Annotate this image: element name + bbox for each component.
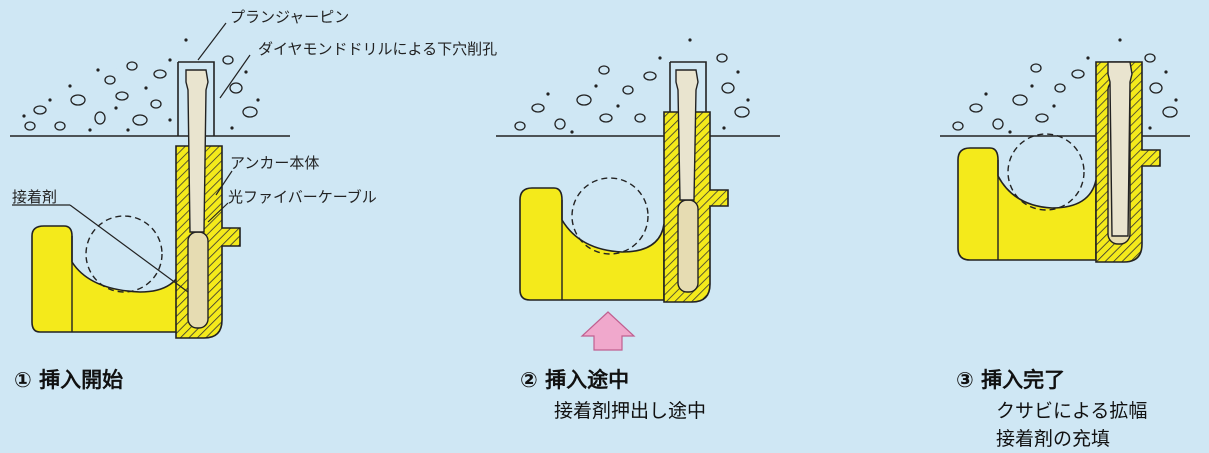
- stage-3-diagram: [940, 38, 1190, 263]
- adhesive-channel: [187, 231, 209, 329]
- step-3-subtitle-2: 接着剤の充填: [996, 428, 1111, 450]
- anchor-body-label: アンカー本体: [230, 154, 320, 172]
- step-2-title: ② 挿入途中: [520, 368, 630, 392]
- stage-1-diagram: [10, 22, 290, 339]
- step-3-subtitle-1: クサビによる拡幅: [996, 400, 1148, 422]
- plunger-pin-label: プランジャーピン: [230, 8, 350, 26]
- adhesive-label: 接着剤: [12, 188, 58, 206]
- rebar-outline: [85, 215, 163, 293]
- aggregate-speckles: [24, 55, 258, 131]
- aggregate-dots: [546, 38, 750, 134]
- plunger-pin: [1107, 61, 1133, 237]
- aggregate-speckles: [514, 53, 750, 131]
- step-3-title: ③ 挿入完了: [956, 368, 1066, 392]
- concrete-mound: [10, 54, 268, 136]
- rebar-outline: [1007, 133, 1085, 211]
- concrete-mound: [940, 54, 1186, 136]
- step-1-title: ① 挿入開始: [14, 368, 124, 392]
- concrete-mound: [496, 54, 756, 136]
- plunger-pin: [185, 69, 209, 233]
- drill-hole: [178, 61, 215, 136]
- adhesive-channel: [677, 199, 699, 293]
- step-2-subtitle: 接着剤押出し途中: [554, 400, 707, 422]
- rebar-outline: [571, 177, 649, 255]
- aggregate-speckles: [952, 53, 1178, 131]
- plunger-pin: [675, 69, 699, 201]
- aggregate-dots: [22, 38, 260, 132]
- anchor-body: [31, 225, 185, 333]
- fiber-cable-label: 光ファイバーケーブル: [228, 188, 377, 206]
- anchor-body: [957, 147, 1097, 261]
- anchor-body: [519, 187, 665, 301]
- stage-2-diagram: [496, 38, 780, 351]
- leader-lines: [12, 22, 251, 293]
- drill-hole-label: ダイヤモンドドリルによる下穴削孔: [258, 40, 498, 58]
- aggregate-dots: [984, 38, 1178, 134]
- push-arrow: [580, 311, 636, 351]
